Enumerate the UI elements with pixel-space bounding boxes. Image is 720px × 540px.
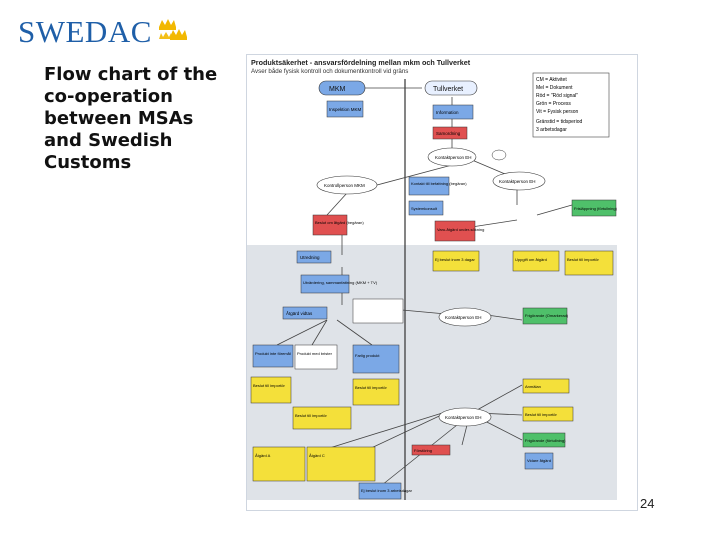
legend-item: Grön = Process (536, 101, 571, 107)
node-blue-bottom-label: Ej beslut inom 3 arbetsdagar (361, 488, 413, 493)
slide-number: 24 (640, 496, 655, 511)
node-box-c (352, 344, 400, 374)
node-yellow-1-label: Ej beslut inom 3 dagar (435, 257, 475, 262)
node-blue-r4-label: Vidare åtgärd (527, 458, 551, 463)
node-box-b (294, 344, 338, 370)
legend-item: Röd = "Röd signal" (536, 93, 578, 99)
node-red-top-label: Samordning (436, 131, 461, 136)
node-red-2-label: Varu-åtgärd under-sökning (437, 227, 484, 232)
node-left-blue-1-label: Kontakt till befattning (begäran) (411, 181, 467, 186)
node-mkm (318, 80, 366, 96)
node-red-2 (434, 220, 476, 242)
legend-item: Mel = Dokument (536, 85, 573, 91)
node-tullverket-label: Tullverket (433, 86, 463, 93)
node-mid-blue-1-label: Systemkonsult (411, 206, 438, 211)
node-blue-r4 (524, 452, 554, 470)
node-tullverket (424, 80, 478, 96)
diagram-subheading: Avser både fysisk kontroll och dokumentk… (251, 68, 408, 75)
node-yellow-2 (512, 250, 560, 272)
node-atgard-midi (282, 306, 328, 320)
node-blue-mid-box (352, 298, 404, 324)
node-mkm-label: MKM (329, 86, 346, 93)
legend-item: 3 arbetsdagar (536, 127, 567, 133)
node-kontaktperson-1-label: Kontaktperson EH (435, 155, 472, 160)
node-yellow-3-label: Beslut till importör (567, 257, 599, 262)
node-yellow-1 (432, 250, 480, 272)
node-yellow-bottom-1-label: Åtgärd A (255, 453, 271, 458)
node-utvardering (300, 274, 350, 294)
node-green-r3-label: Frigörande (förtullning) (525, 438, 566, 443)
node-red-1-label: Beslut om åtgärd (begäran) (315, 220, 364, 225)
node-yellow-bottom-1 (252, 446, 306, 482)
node-box-a (252, 344, 294, 368)
node-left-blue-1 (408, 176, 450, 196)
node-yellow-c-label: Beslut till importör (295, 413, 327, 418)
node-right-green-1-label: Frisläppning (förtullning) (574, 206, 618, 211)
node-yellow-a-label: Beslut till importör (253, 383, 285, 388)
node-kontaktperson-4 (438, 407, 492, 427)
node-analys-label: Utredning (300, 255, 320, 260)
node-yellow-r2 (522, 406, 574, 422)
node-yellow-c (292, 406, 352, 430)
node-kontaktperson-2-label: Kontaktperson EH (499, 179, 536, 184)
flowchart-image: Produktsäkerhet - ansvarsfördelning mell… (246, 54, 638, 511)
node-small-circle (491, 149, 507, 161)
node-kontrollperson-mkm (316, 175, 378, 195)
node-yellow-bottom-2 (306, 446, 376, 482)
node-mid-blue-1 (408, 200, 444, 216)
node-blue-top-label: Information (436, 110, 459, 115)
node-kontrollperson-3-label: Kontaktperson EH (445, 315, 482, 320)
node-yellow-r1 (522, 378, 570, 394)
node-red-1 (312, 214, 348, 236)
node-red-top (432, 126, 468, 140)
node-yellow-2-label: Uppgift om åtgärd (515, 257, 547, 262)
flowchart-diagram: Produktsäkerhet - ansvarsfördelning mell… (247, 58, 618, 500)
node-yellow-b-label: Beslut till importör (355, 385, 387, 390)
slide-title: Flow chart of the co-operation between M… (44, 64, 218, 173)
node-mkm-note (326, 100, 364, 118)
node-kontaktperson-4-label: Kontaktperson EH (445, 415, 482, 420)
legend-item: CM = Aktivitet (536, 77, 567, 83)
node-kontrollperson-mkm-label: Kontrollperson MKM (324, 183, 365, 188)
node-analys (296, 250, 332, 264)
node-green-right-2-label: Frigörande (Omarkerad) (525, 313, 569, 318)
node-box-b-label: Produkt med brister (297, 351, 333, 356)
node-blue-top (432, 104, 474, 120)
node-mkm-note-label: Inspektion MKM (329, 107, 362, 112)
node-yellow-3 (564, 250, 614, 276)
node-kontrollperson-3 (438, 307, 492, 327)
node-yellow-r2-label: Beslut till importör (525, 412, 557, 417)
node-box-a-label: Produkt inte föremål (255, 351, 291, 356)
node-utvardering-label: Utvärdering, sammanfattning (MKM + TV) (303, 280, 378, 285)
swedac-logo: SWEDAC (18, 12, 190, 52)
diagram-heading: Produktsäkerhet - ansvarsfördelning mell… (251, 58, 471, 67)
node-green-r3 (522, 432, 566, 448)
node-atgard-midi-label: Åtgärd vidtas (286, 310, 313, 316)
node-green-right-2 (522, 307, 568, 325)
node-yellow-a (250, 376, 292, 404)
node-yellow-r1-label: Anmälan (525, 384, 541, 389)
logo-text: SWEDAC (18, 14, 152, 49)
crowns-icon (158, 19, 187, 40)
node-kontaktperson-2 (492, 171, 546, 191)
node-red-bottom-label: Förstöring (414, 448, 432, 453)
legend-item: Gränstid = tidsperiod (536, 119, 582, 125)
legend-item: Vit = Fysisk person (536, 109, 579, 115)
node-right-green-1 (571, 199, 617, 217)
node-yellow-bottom-2-label: Åtgärd C (309, 453, 325, 458)
node-box-c-label: Farlig produkt (355, 353, 380, 358)
node-red-bottom (411, 444, 451, 456)
node-blue-bottom (358, 482, 402, 500)
node-yellow-b (352, 378, 400, 406)
legend: CM = Aktivitet Mel = Dokument Röd = "Röd… (532, 72, 610, 138)
node-kontaktperson-1 (427, 147, 477, 167)
